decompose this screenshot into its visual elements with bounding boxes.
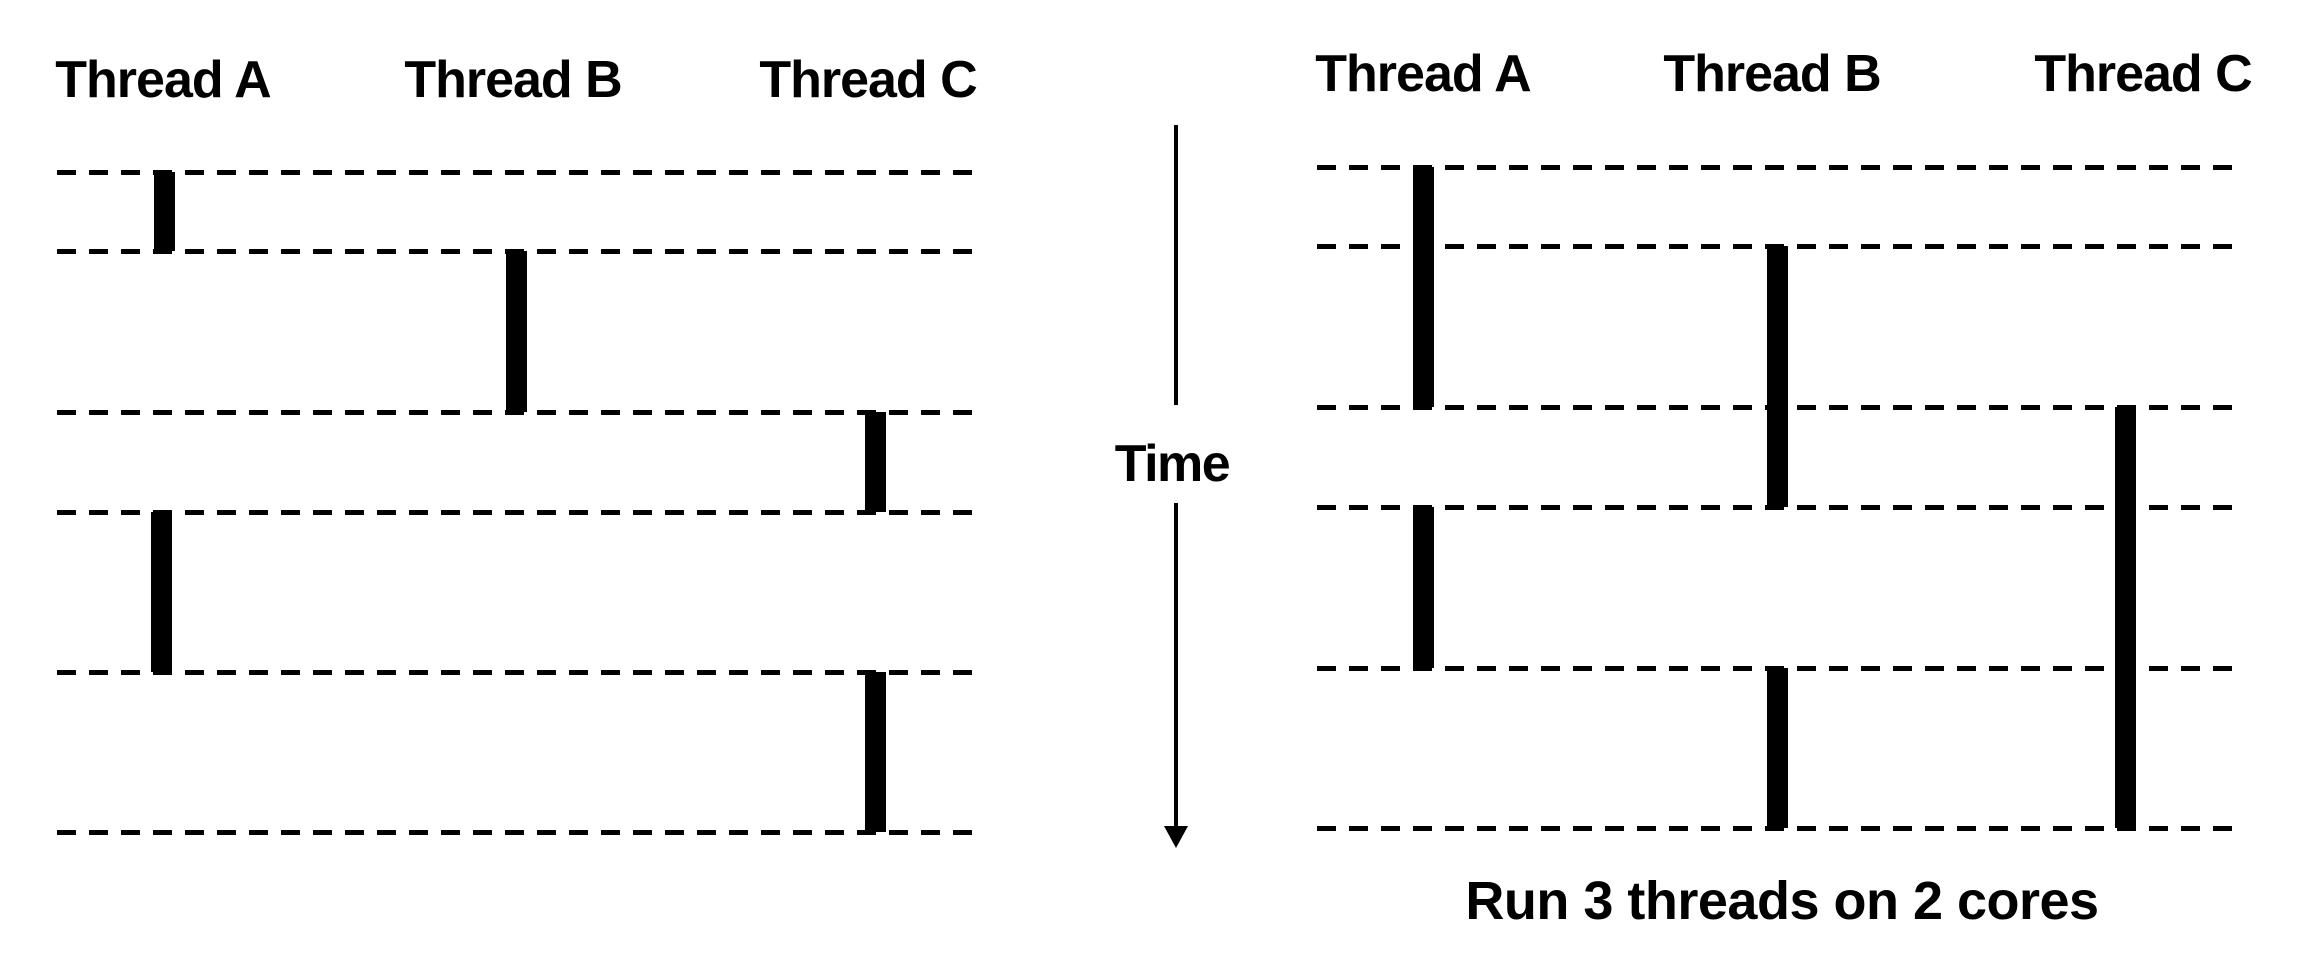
- execution-bar-thread-b: [1767, 246, 1788, 507]
- thread-label-thread-c: Thread C: [2034, 45, 2252, 103]
- time-slice-dashed-line: [57, 830, 982, 835]
- thread-label-thread-b: Thread B: [404, 51, 622, 109]
- execution-bar-thread-b: [1767, 668, 1788, 828]
- thread-label-thread-a: Thread A: [1315, 45, 1531, 103]
- execution-bar-thread-a: [154, 172, 175, 251]
- thread-label-thread-c: Thread C: [759, 51, 977, 109]
- two-cores-caption: Run 3 threads on 2 cores: [1465, 871, 2099, 931]
- thread-label-thread-a: Thread A: [55, 51, 271, 109]
- time-axis-label: Time: [1114, 435, 1231, 493]
- time-slice-dashed-line: [57, 410, 982, 415]
- execution-bar-thread-a: [151, 512, 172, 672]
- time-slice-dashed-line: [57, 510, 982, 515]
- execution-bar-thread-b: [506, 251, 527, 412]
- execution-bar-thread-c: [865, 412, 886, 512]
- execution-bar-thread-c: [2115, 407, 2136, 828]
- execution-bar-thread-a: [1413, 167, 1434, 407]
- thread-label-thread-b: Thread B: [1663, 45, 1881, 103]
- execution-bar-thread-c: [865, 672, 886, 832]
- time-slice-dashed-line: [1317, 505, 2242, 510]
- execution-bar-thread-a: [1413, 507, 1434, 668]
- time-arrow-line-lower: [1174, 503, 1178, 828]
- down-arrowhead-icon: [1164, 826, 1188, 848]
- time-arrow-line-upper: [1174, 125, 1178, 405]
- time-slice-dashed-line: [1317, 165, 2242, 170]
- time-slice-dashed-line: [57, 170, 982, 175]
- time-slice-dashed-line: [1317, 826, 2242, 831]
- time-slice-dashed-line: [57, 670, 982, 675]
